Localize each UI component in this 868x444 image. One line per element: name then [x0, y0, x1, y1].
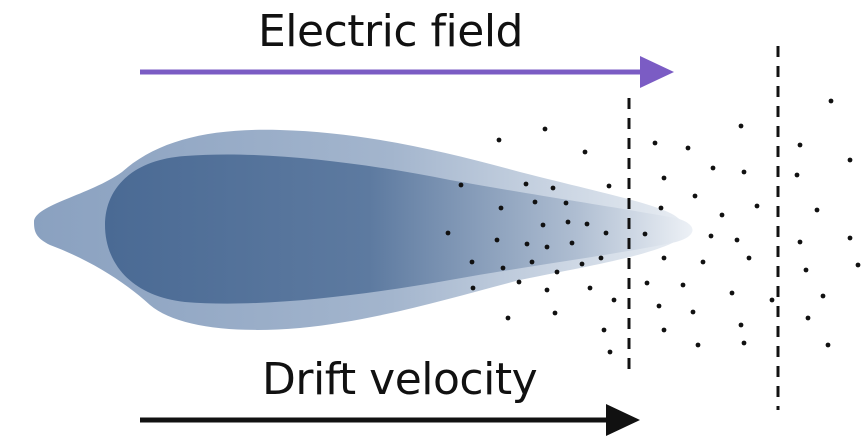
particle-dot — [710, 165, 716, 171]
particle-dot — [644, 280, 650, 286]
particle-dot — [855, 262, 861, 268]
particle-dot — [741, 340, 747, 346]
electric-field-label: Electric field — [258, 6, 523, 57]
particle-dot — [797, 239, 803, 245]
arrow-right-icon — [640, 56, 674, 88]
dashed-boundaries — [627, 46, 780, 410]
particle-dot — [550, 185, 556, 191]
particle-dot — [652, 140, 658, 146]
particle-dot — [692, 193, 698, 199]
particle-dot — [847, 157, 853, 163]
particles — [445, 98, 861, 355]
particle-dot — [505, 315, 511, 321]
plume — [34, 129, 693, 330]
particle-dot — [700, 259, 706, 265]
particle-dot — [544, 287, 550, 293]
particle-dot — [584, 221, 590, 227]
particle-dot — [805, 315, 811, 321]
particle-dot — [738, 123, 744, 129]
particle-dot — [552, 310, 558, 316]
particle-dot — [734, 237, 740, 243]
particle-dot — [458, 182, 464, 188]
particle-dot — [685, 145, 691, 151]
particle-dot — [656, 303, 662, 309]
particle-dot — [601, 327, 607, 333]
particle-dot — [825, 342, 831, 348]
particle-dot — [847, 235, 853, 241]
particle-dot — [695, 342, 701, 348]
particle-dot — [494, 237, 500, 243]
particle-dot — [828, 98, 834, 104]
drift-velocity-label: Drift velocity — [262, 354, 538, 405]
particle-dot — [498, 205, 504, 211]
particle-dot — [607, 349, 613, 355]
particle-dot — [544, 244, 550, 250]
particle-dot — [803, 267, 809, 273]
particle-dot — [797, 142, 803, 148]
particle-dot — [661, 255, 667, 261]
particle-dot — [680, 282, 686, 288]
particle-dot — [741, 169, 747, 175]
particle-dot — [642, 231, 648, 237]
particle-dot — [708, 233, 714, 239]
particle-dot — [611, 297, 617, 303]
particle-dot — [598, 255, 604, 261]
particle-dot — [540, 222, 546, 228]
particle-dot — [542, 126, 548, 132]
particle-dot — [523, 181, 529, 187]
particle-dot — [719, 212, 725, 218]
particle-dot — [794, 172, 800, 178]
particle-dot — [579, 261, 585, 267]
arrow-right-icon — [606, 404, 640, 436]
particle-dot — [582, 149, 588, 155]
particle-dot — [500, 265, 506, 271]
particle-dot — [565, 219, 571, 225]
particle-dot — [496, 137, 502, 143]
particle-dot — [658, 205, 664, 211]
particle-dot — [516, 279, 522, 285]
particle-dot — [603, 230, 609, 236]
particle-dot — [661, 327, 667, 333]
plume-inner — [105, 154, 693, 304]
particle-dot — [738, 322, 744, 328]
particle-dot — [587, 285, 593, 291]
particle-dot — [754, 203, 760, 209]
particle-dot — [729, 290, 735, 296]
particle-dot — [569, 240, 575, 246]
particle-dot — [769, 297, 775, 303]
particle-dot — [469, 259, 475, 265]
particle-dot — [746, 255, 752, 261]
particle-dot — [661, 175, 667, 181]
particle-dot — [529, 259, 535, 265]
particle-dot — [532, 199, 538, 205]
particle-dot — [445, 230, 451, 236]
particle-dot — [814, 207, 820, 213]
particle-dot — [524, 241, 530, 247]
particle-dot — [470, 285, 476, 291]
particle-dot — [690, 309, 696, 315]
particle-dot — [554, 269, 560, 275]
particle-dot — [820, 293, 826, 299]
particle-dot — [563, 200, 569, 206]
electric-field-arrow — [140, 56, 674, 88]
drift-velocity-arrow — [140, 404, 640, 436]
particle-dot — [606, 183, 612, 189]
